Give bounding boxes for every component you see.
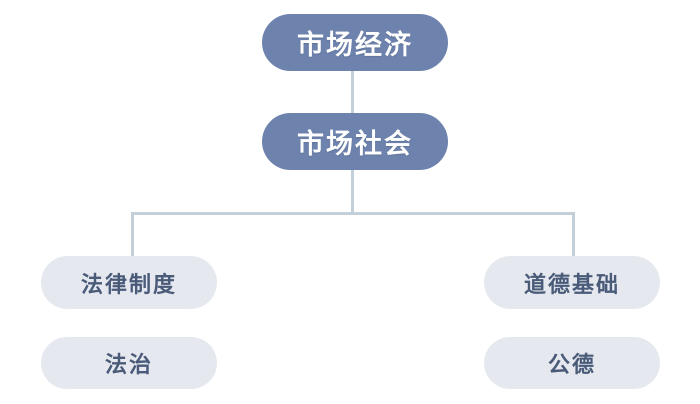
node-rule-of-law[interactable]: 法治	[41, 337, 217, 389]
connector-market-economy-to-market-society	[351, 70, 354, 114]
connector-horizontal-branch-bar	[131, 212, 575, 215]
node-moral-basis-label: 道德基础	[523, 272, 620, 298]
node-market-economy-label: 市场经济	[297, 30, 413, 61]
node-legal-system[interactable]: 法律制度	[41, 256, 217, 309]
connector-market-society-trunk	[351, 169, 354, 215]
node-moral-basis[interactable]: 道德基础	[484, 256, 660, 309]
node-rule-of-law-label: 法治	[104, 353, 153, 378]
node-public-morality-label: 公德	[547, 353, 596, 378]
connector-branch-to-moral-basis	[572, 212, 575, 260]
node-legal-system-label: 法律制度	[80, 272, 177, 298]
node-public-morality[interactable]: 公德	[484, 337, 660, 389]
connector-branch-to-legal-system	[131, 212, 134, 260]
node-market-society[interactable]: 市场社会	[262, 113, 448, 170]
node-market-economy[interactable]: 市场经济	[262, 14, 448, 71]
node-market-society-label: 市场社会	[297, 129, 413, 160]
